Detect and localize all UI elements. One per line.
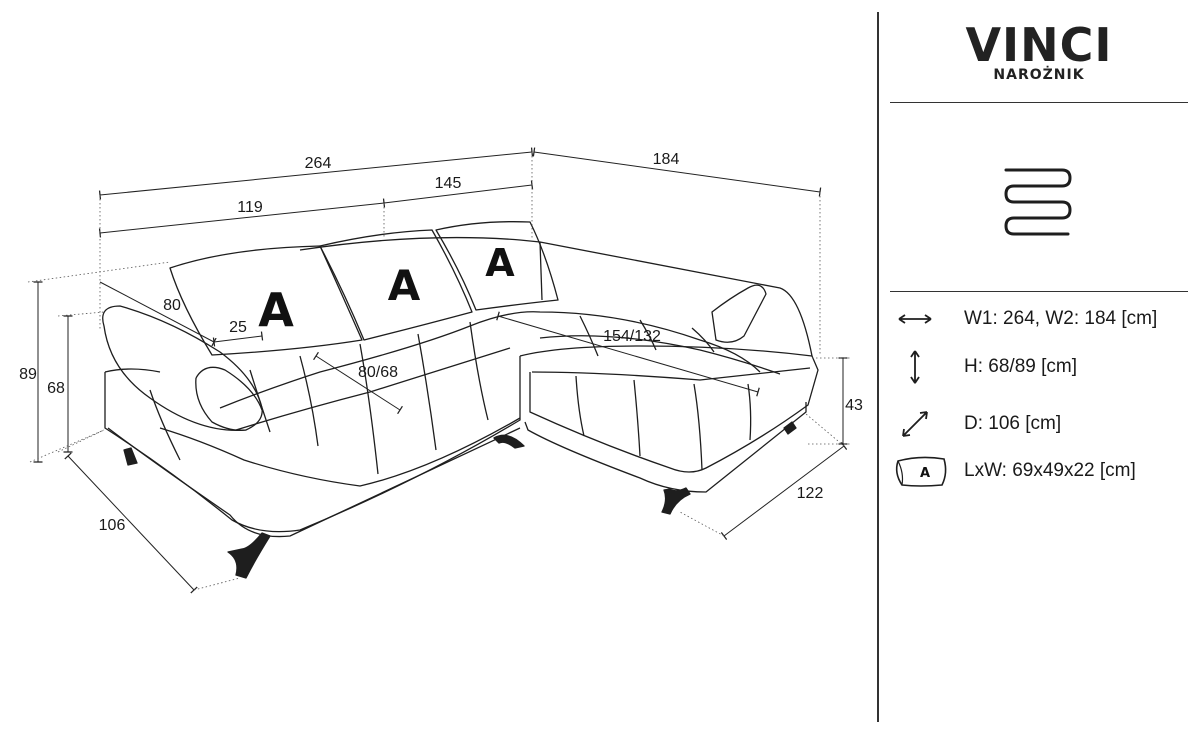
dim-armrest-depth: 80 [163, 297, 181, 314]
spec-cushion-text: LxW: 69x49x22 [cm] [964, 460, 1136, 481]
dim-seat-depth: 80/68 [358, 364, 398, 381]
dim-chaise-seat: 154/132 [603, 328, 661, 345]
product-type: NAROŻNIK [993, 67, 1085, 83]
cushion-icon: A [892, 456, 950, 487]
dim-total-width: 264 [305, 155, 332, 172]
dim-chaise-width: 122 [797, 485, 824, 502]
spec-row-height: H: 68/89 [cm] [892, 350, 1077, 384]
cushion-label-middle: A [388, 261, 421, 310]
cushion-icon-letter: A [920, 466, 930, 481]
dimension-lines [33, 147, 848, 594]
spec-row-cushion: A LxW: 69x49x22 [cm] [892, 456, 1136, 487]
extension-lines [27, 152, 850, 591]
sofa-leg [493, 434, 525, 449]
dim-seat-height: 68 [47, 380, 65, 397]
sofa-leg [123, 447, 138, 466]
sofa-leg [227, 532, 271, 579]
spec-row-width: W1: 264, W2: 184 [cm] [892, 304, 1157, 334]
spec-height-text: H: 68/89 [cm] [964, 356, 1077, 377]
depth-arrows-icon [892, 409, 938, 439]
cushion-label-left: A [258, 283, 294, 337]
sofa-leg [783, 421, 797, 435]
spec-depth-text: D: 106 [cm] [964, 413, 1062, 434]
spec-row-depth: D: 106 [cm] [892, 409, 1061, 439]
dim-armrest-gap: 25 [229, 319, 247, 336]
sofa-dimension-drawing: 264 119 145 184 80 25 80/68 154/132 89 6… [19, 147, 863, 594]
width-arrows-icon [892, 304, 938, 334]
dim-left-section: 119 [237, 199, 263, 216]
dim-chaise-height: 43 [845, 397, 863, 414]
dim-total-height: 89 [19, 366, 37, 383]
back-cushion-right [435, 221, 559, 311]
back-cushion-middle [319, 229, 473, 341]
height-arrows-icon [892, 350, 938, 384]
product-name: VINCI [965, 18, 1113, 72]
cushion-label-right: A [485, 241, 515, 285]
dim-depth: 106 [99, 517, 126, 534]
panel-divider [877, 12, 879, 722]
divider [890, 102, 1188, 103]
back-cushion-left [169, 245, 363, 356]
spring-mechanism-icon [1004, 168, 1072, 236]
divider [890, 291, 1188, 292]
sofa-outline [102, 221, 819, 579]
sofa-leg [661, 487, 691, 515]
dim-right-section: 145 [435, 175, 462, 192]
dim-chaise-length: 184 [653, 151, 680, 168]
spec-width-text: W1: 264, W2: 184 [cm] [964, 308, 1158, 329]
spec-panel: VINCI NAROŻNIK W1: 264, W2: 184 [cm] H: … [878, 0, 1200, 740]
